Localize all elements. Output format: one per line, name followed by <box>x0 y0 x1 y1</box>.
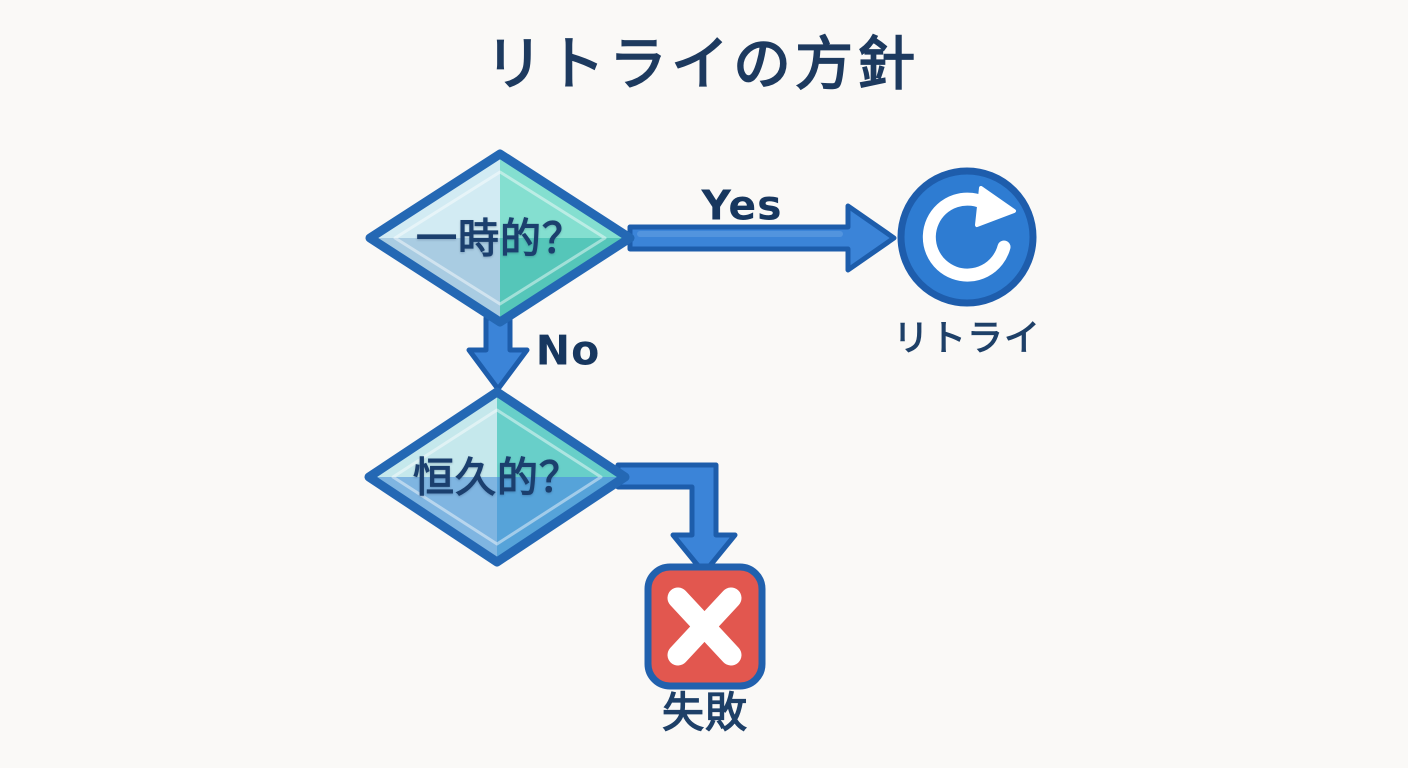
yes-arrow <box>627 203 897 273</box>
x-icon <box>667 587 742 666</box>
fail-arrow <box>615 462 738 576</box>
page-title: リトライの方針 <box>484 30 920 98</box>
refresh-icon <box>922 186 1016 282</box>
no-branch-label: No <box>535 326 601 375</box>
fail-node-label: 失敗 <box>661 688 749 737</box>
decision-node-permanent <box>364 387 630 567</box>
no-arrow <box>466 315 530 392</box>
decision-node-temporary <box>365 149 635 327</box>
decision2-label: 恒久的？ <box>413 453 581 502</box>
fail-node <box>644 563 766 690</box>
yes-branch-label: Yes <box>701 181 783 230</box>
retry-node-label: リトライ <box>892 318 1042 359</box>
decision1-label: 一時的？ <box>416 214 584 263</box>
retry-node <box>897 167 1037 307</box>
